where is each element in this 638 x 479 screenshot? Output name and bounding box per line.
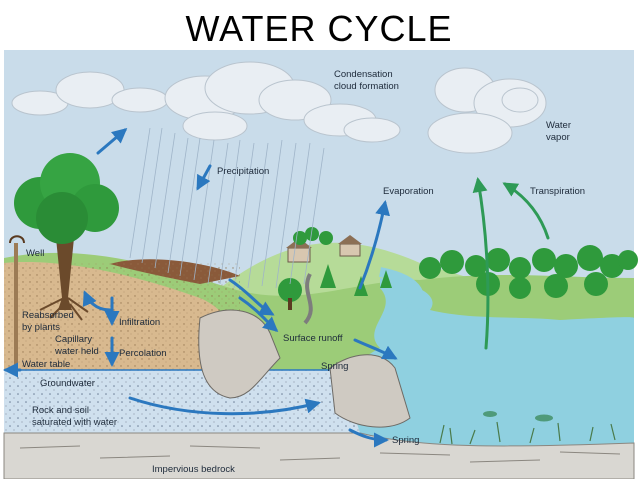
page-title: WATER CYCLE [0, 8, 638, 50]
house-icon [288, 248, 310, 262]
label-percolation: Percolation [119, 348, 167, 359]
label-groundwater: Groundwater [40, 378, 95, 389]
label-rock-and-soil: Rock and soil [32, 405, 89, 416]
label-saturated: saturated with water [32, 417, 117, 428]
label-by-plants: by plants [22, 322, 60, 333]
house-icon [340, 244, 360, 256]
label-transpiration: Transpiration [530, 186, 585, 197]
fish-icon [535, 415, 553, 422]
label-reabsorbed: Reabsorbed [22, 310, 74, 321]
label-water: Water [546, 120, 571, 131]
label-spring-lower: Spring [392, 435, 419, 446]
label-water-table: Water table [22, 359, 70, 370]
label-spring-upper: Spring [321, 361, 348, 372]
label-cloud-formation: cloud formation [334, 81, 399, 92]
label-condensation: Condensation [334, 69, 393, 80]
label-surface-runoff: Surface runoff [283, 333, 343, 344]
label-capillary: Capillary [55, 334, 92, 345]
label-infiltration: Infiltration [119, 317, 160, 328]
label-vapor: vapor [546, 132, 570, 143]
fish-icon [483, 411, 497, 417]
label-water-held: water held [54, 346, 99, 357]
label-precipitation: Precipitation [217, 166, 269, 177]
label-bedrock: Impervious bedrock [152, 464, 235, 475]
label-evaporation: Evaporation [383, 186, 434, 197]
label-well: Well [26, 248, 44, 259]
water-cycle-diagram: Condensation cloud formation Water vapor… [0, 48, 638, 479]
